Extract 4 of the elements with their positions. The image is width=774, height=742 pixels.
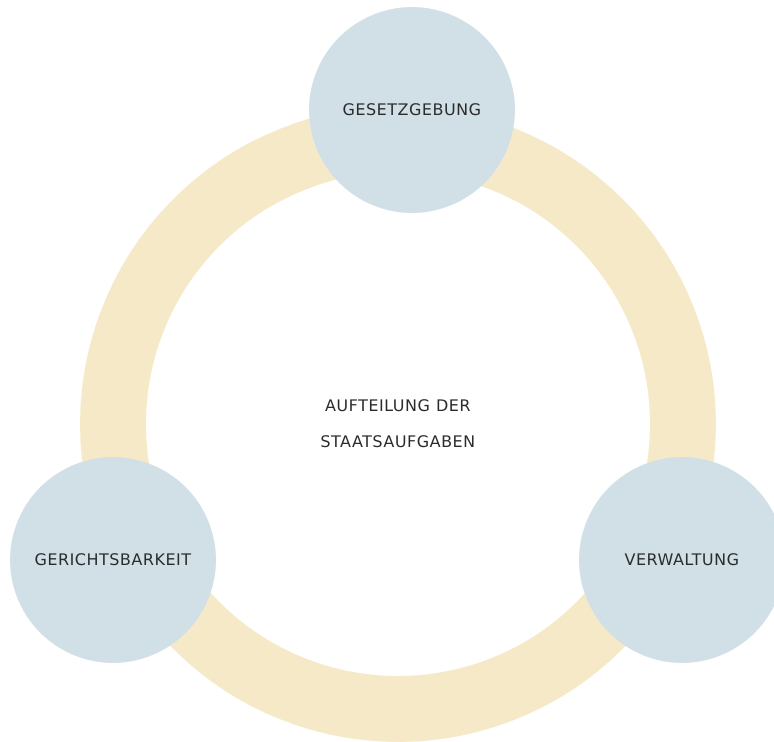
circle-label: GESETZGEBUNG <box>342 99 482 121</box>
circle-label: GERICHTSBARKEIT <box>34 549 192 571</box>
circle-label: VERWALTUNG <box>624 549 740 571</box>
center-label: AUFTEILUNG DER STAATSAUFGABEN <box>319 395 477 453</box>
